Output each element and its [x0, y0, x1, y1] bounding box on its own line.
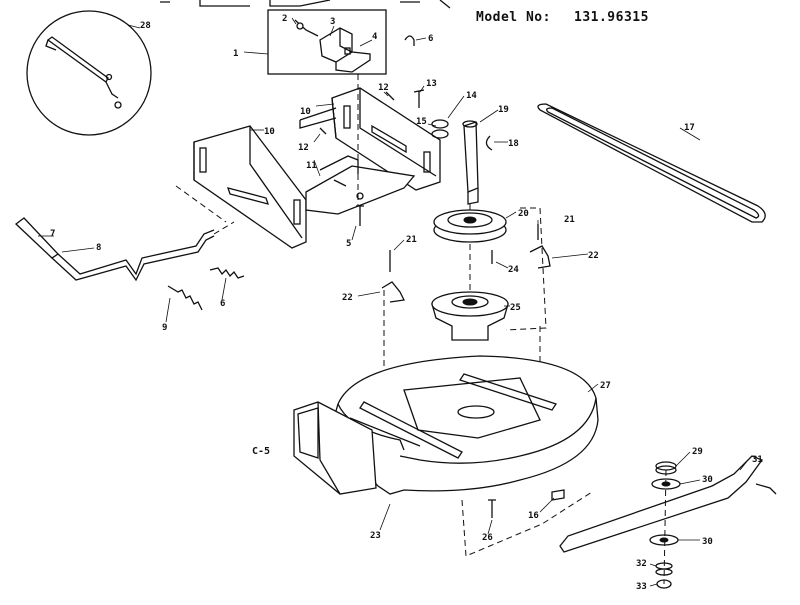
model-number: 131.96315: [574, 10, 649, 25]
callout-3: 3: [330, 17, 335, 27]
bracket-assembly-box: [267, 9, 387, 75]
nut-16: [551, 489, 565, 501]
callout-9: 9: [162, 323, 167, 333]
blade-alignment-line: [663, 469, 667, 585]
callout-10b: 10: [300, 107, 311, 117]
section-label: C-5: [252, 446, 270, 457]
mounting-bracket-10-right: [299, 87, 441, 191]
spring-6: [209, 267, 245, 279]
callout-29: 29: [692, 447, 703, 457]
callout-24: 24: [508, 265, 519, 275]
blade-31: [559, 455, 777, 553]
drive-belt-17: [537, 103, 766, 223]
clip-22-left: [381, 250, 405, 303]
callout-2: 2: [282, 14, 287, 24]
clip-22-right: [529, 224, 551, 269]
washer-14: [431, 119, 449, 139]
bolt-26: [488, 499, 496, 518]
callout-26: 26: [482, 533, 493, 543]
callout-10a: 10: [264, 127, 275, 137]
callout-14: 14: [466, 91, 477, 101]
callout-18: 18: [508, 139, 519, 149]
callout-31: 31: [752, 455, 763, 465]
top-partial-part: [160, 0, 451, 9]
callout-17: 17: [684, 123, 695, 133]
callout-6b: 6: [220, 299, 225, 309]
mower-deck-27: [329, 355, 599, 495]
bolt-13: [413, 89, 425, 108]
callout-33: 33: [636, 582, 647, 592]
callout-7: 7: [50, 229, 55, 239]
callout-1: 1: [233, 49, 238, 59]
callout-27: 27: [600, 381, 611, 391]
callout-20: 20: [518, 209, 529, 219]
callout-labels: 1 2 3 4 5 6 6 7 8 9 10 10 11 12 12 13 14…: [50, 14, 763, 592]
spring-9: [167, 285, 203, 311]
callout-4: 4: [372, 32, 378, 42]
callout-22b: 22: [588, 251, 599, 261]
washer-30-lower: [649, 534, 679, 546]
discharge-chute-23: [293, 401, 377, 495]
callout-22a: 22: [342, 293, 353, 303]
inset-detail-circle: [26, 10, 152, 136]
callout-6a: 6: [428, 34, 433, 44]
callout-30b: 30: [702, 537, 713, 547]
bolt-12: [319, 91, 395, 135]
bolt-5: [356, 74, 364, 226]
callout-15: 15: [416, 117, 427, 127]
callout-28: 28: [140, 21, 151, 31]
callout-23: 23: [370, 531, 381, 541]
model-label: Model No:: [476, 10, 551, 25]
callout-16: 16: [528, 511, 539, 521]
callout-21a: 21: [406, 235, 417, 245]
callout-11: 11: [306, 161, 317, 171]
part-6-clip: [404, 35, 415, 46]
mounting-bracket-10-left: [175, 125, 307, 249]
callout-21b: 21: [564, 215, 575, 225]
spindle-housing-25: [431, 291, 509, 341]
callout-5: 5: [346, 239, 351, 249]
callout-12a: 12: [378, 83, 389, 93]
control-rod-8: [14, 217, 235, 282]
pulley-20: [433, 209, 507, 243]
callout-12b: 12: [298, 143, 309, 153]
clip-18: [485, 135, 493, 151]
callout-30a: 30: [702, 475, 713, 485]
callout-25: 25: [510, 303, 521, 313]
callout-19: 19: [498, 105, 509, 115]
callout-32: 32: [636, 559, 647, 569]
callout-8: 8: [96, 243, 101, 253]
leader-lines: [38, 17, 749, 587]
callout-13: 13: [426, 79, 437, 89]
